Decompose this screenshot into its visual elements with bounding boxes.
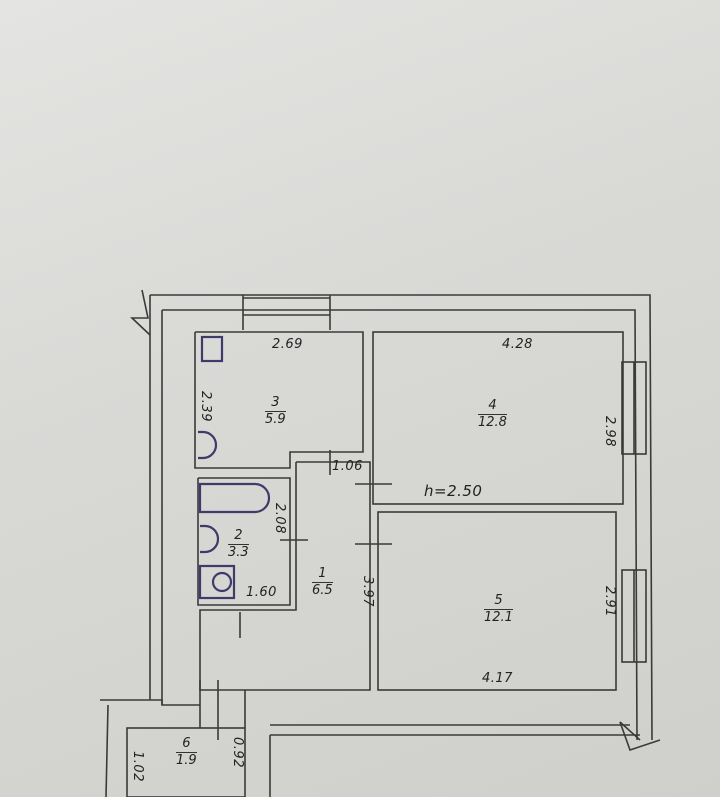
room-3-area: 5.9 [265,412,286,428]
dim-room4-width: 4.28 [502,337,533,352]
windows [242,295,647,663]
room-5-area: 12.1 [484,610,513,626]
room-3-number: 3 [265,395,286,413]
room-5-number: 5 [484,593,513,611]
room-2-number: 2 [228,528,249,546]
dim-closet-width: 0.92 [229,737,245,768]
stove-icon [200,335,224,363]
dim-room4-depth: 2.98 [601,416,617,447]
dim-room5-depth: 2.91 [601,586,617,617]
bathtub-icon [198,482,271,514]
sink-icon [198,430,218,460]
dim-bath-depth: 2.08 [271,503,287,534]
room-6-number: 6 [176,736,197,754]
dim-room5-width: 4.17 [482,671,513,686]
toilet-icon [198,564,236,600]
dim-kitchen-width: 2.69 [272,337,303,352]
fixtures [198,335,271,600]
room-2-area: 3.3 [228,545,249,561]
room-6-area: 1.9 [176,753,197,769]
washbasin-icon [200,524,220,554]
dim-hall-length: 3.97 [359,576,375,607]
outer-walls [100,289,661,797]
dim-closet-depth: 1.02 [129,751,145,782]
room-4-area: 12.8 [478,415,507,431]
room-1-number: 1 [312,566,333,584]
room-1-area: 6.5 [312,583,333,599]
interior-walls [126,331,624,797]
ceiling-height: h=2.50 [424,482,483,500]
dim-corridor-opening: 1.06 [332,459,363,474]
room-4-number: 4 [478,398,507,416]
dim-bath-width: 1.60 [246,585,277,600]
dim-kitchen-depth: 2.39 [197,391,213,422]
